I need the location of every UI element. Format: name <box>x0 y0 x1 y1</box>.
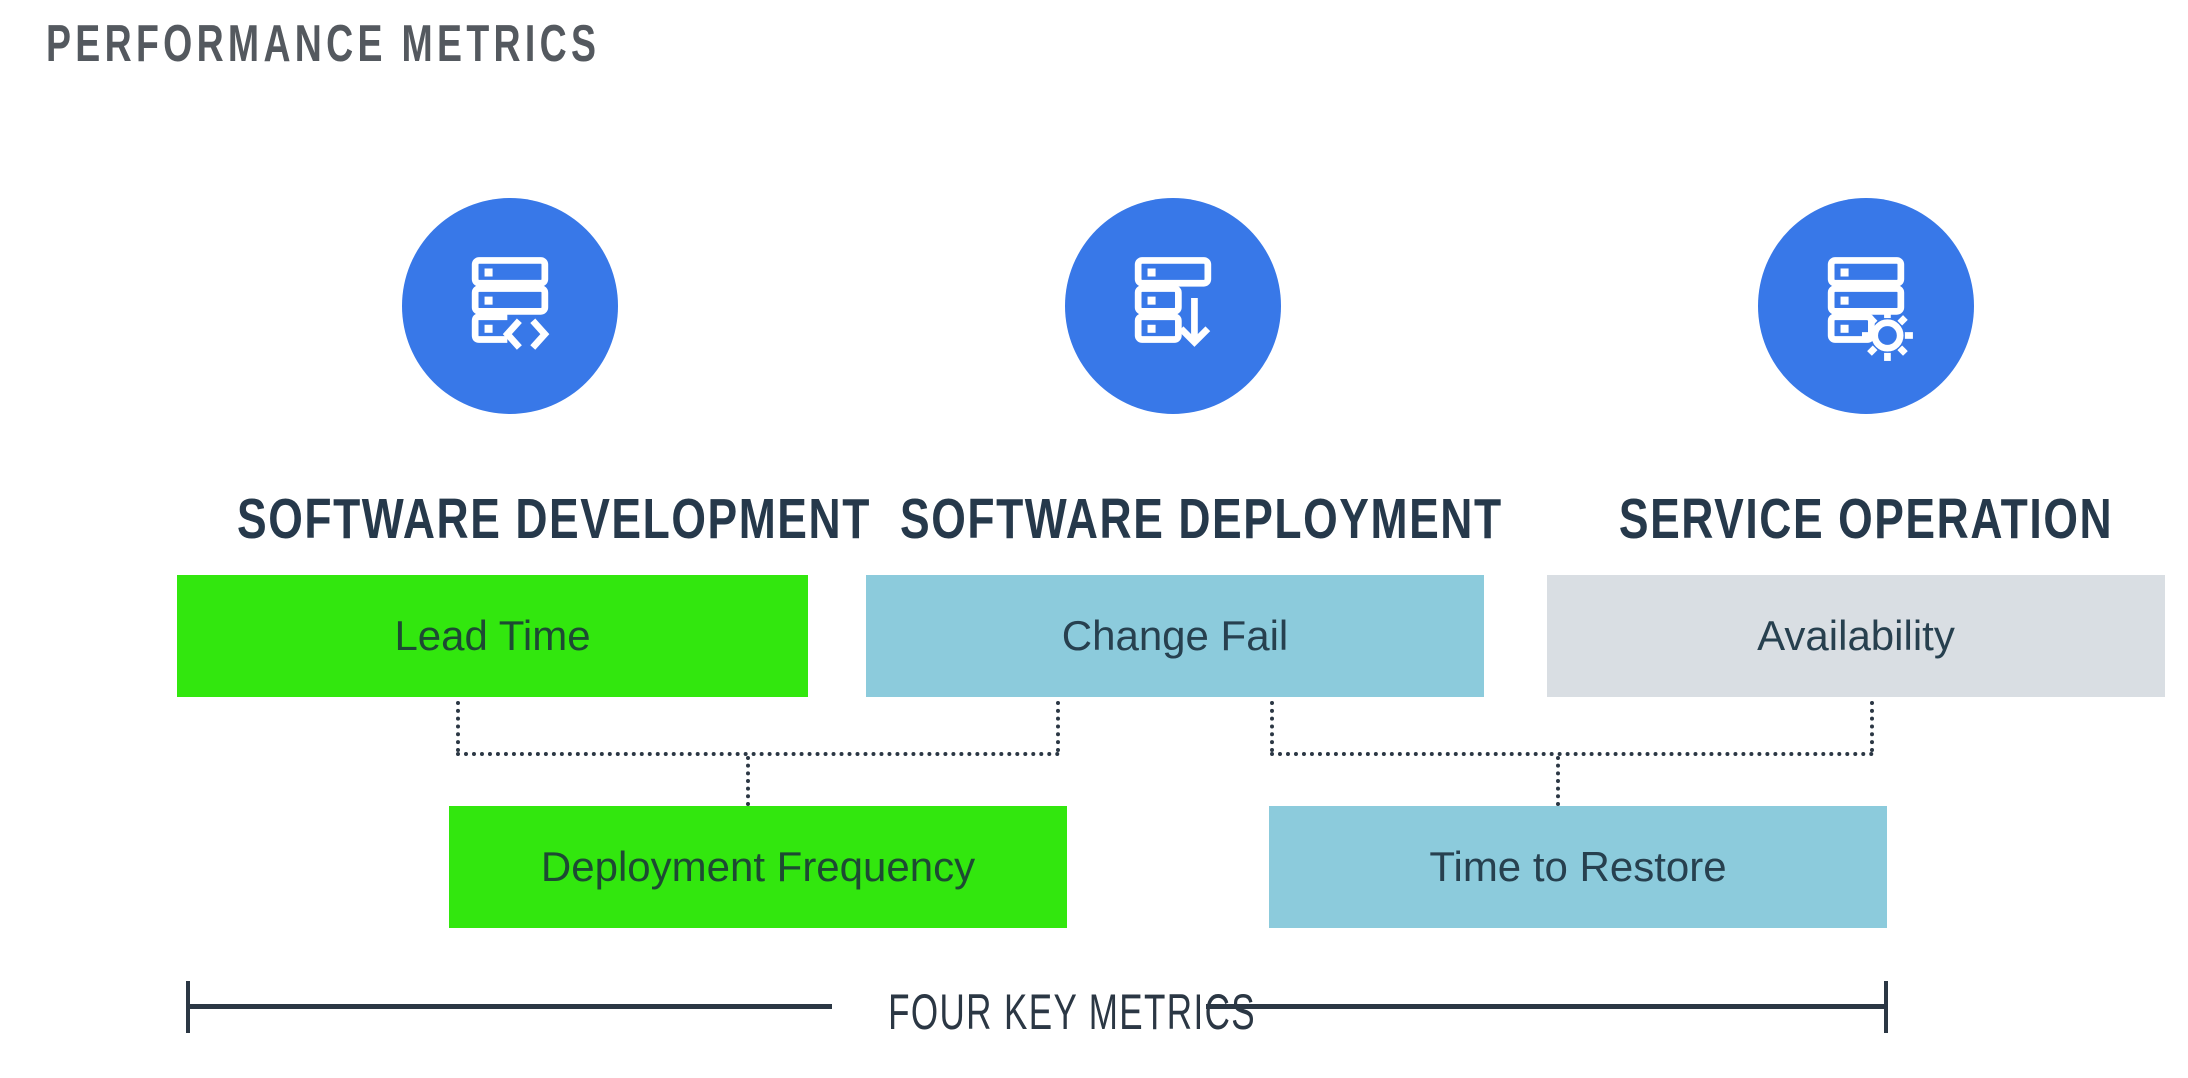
metric-label: Change Fail <box>1061 612 1289 659</box>
metric-label: Lead Time <box>394 612 591 659</box>
connector-dotted-line <box>1056 701 1060 752</box>
bracket-line <box>1206 1004 1888 1009</box>
connector-dotted-line <box>456 701 460 752</box>
bracket-line <box>186 1004 832 1009</box>
bracket-label: FOUR KEY METRICS <box>888 984 1257 1040</box>
server-gear-icon <box>1827 257 1913 361</box>
metric-box-deployment-frequency: Deployment Frequency <box>449 806 1067 928</box>
bracket-end-cap-right <box>1884 981 1888 1033</box>
software-deployment-icon-circle <box>1065 198 1281 414</box>
server-arrow-down-icon <box>1134 257 1212 347</box>
metric-box-lead-time: Lead Time <box>177 575 808 697</box>
connector-dotted-line <box>1270 701 1274 752</box>
connector-dotted-line <box>1556 756 1560 806</box>
connector-dotted-line <box>1870 701 1874 752</box>
metric-label: Availability <box>1757 612 1955 659</box>
service-operation-icon-circle <box>1758 198 1974 414</box>
connector-dotted-line <box>746 756 750 806</box>
metric-box-change-fail: Change Fail <box>866 575 1484 697</box>
metric-box-time-to-restore: Time to Restore <box>1269 806 1887 928</box>
metric-label: Deployment Frequency <box>540 843 976 890</box>
metric-box-availability: Availability <box>1547 575 2165 697</box>
column-header-software-development: SOFTWARE DEVELOPMENT <box>237 487 871 551</box>
metric-label: Time to Restore <box>1429 843 1727 890</box>
connector-dotted-line <box>456 752 1060 756</box>
server-code-icon <box>471 257 550 350</box>
software-development-icon-circle <box>402 198 618 414</box>
column-header-service-operation: SERVICE OPERATION <box>1618 487 2114 551</box>
connector-dotted-line <box>1270 752 1874 756</box>
page-title: PERFORMANCE METRICS <box>46 15 601 73</box>
column-header-software-deployment: SOFTWARE DEPLOYMENT <box>900 487 1503 551</box>
